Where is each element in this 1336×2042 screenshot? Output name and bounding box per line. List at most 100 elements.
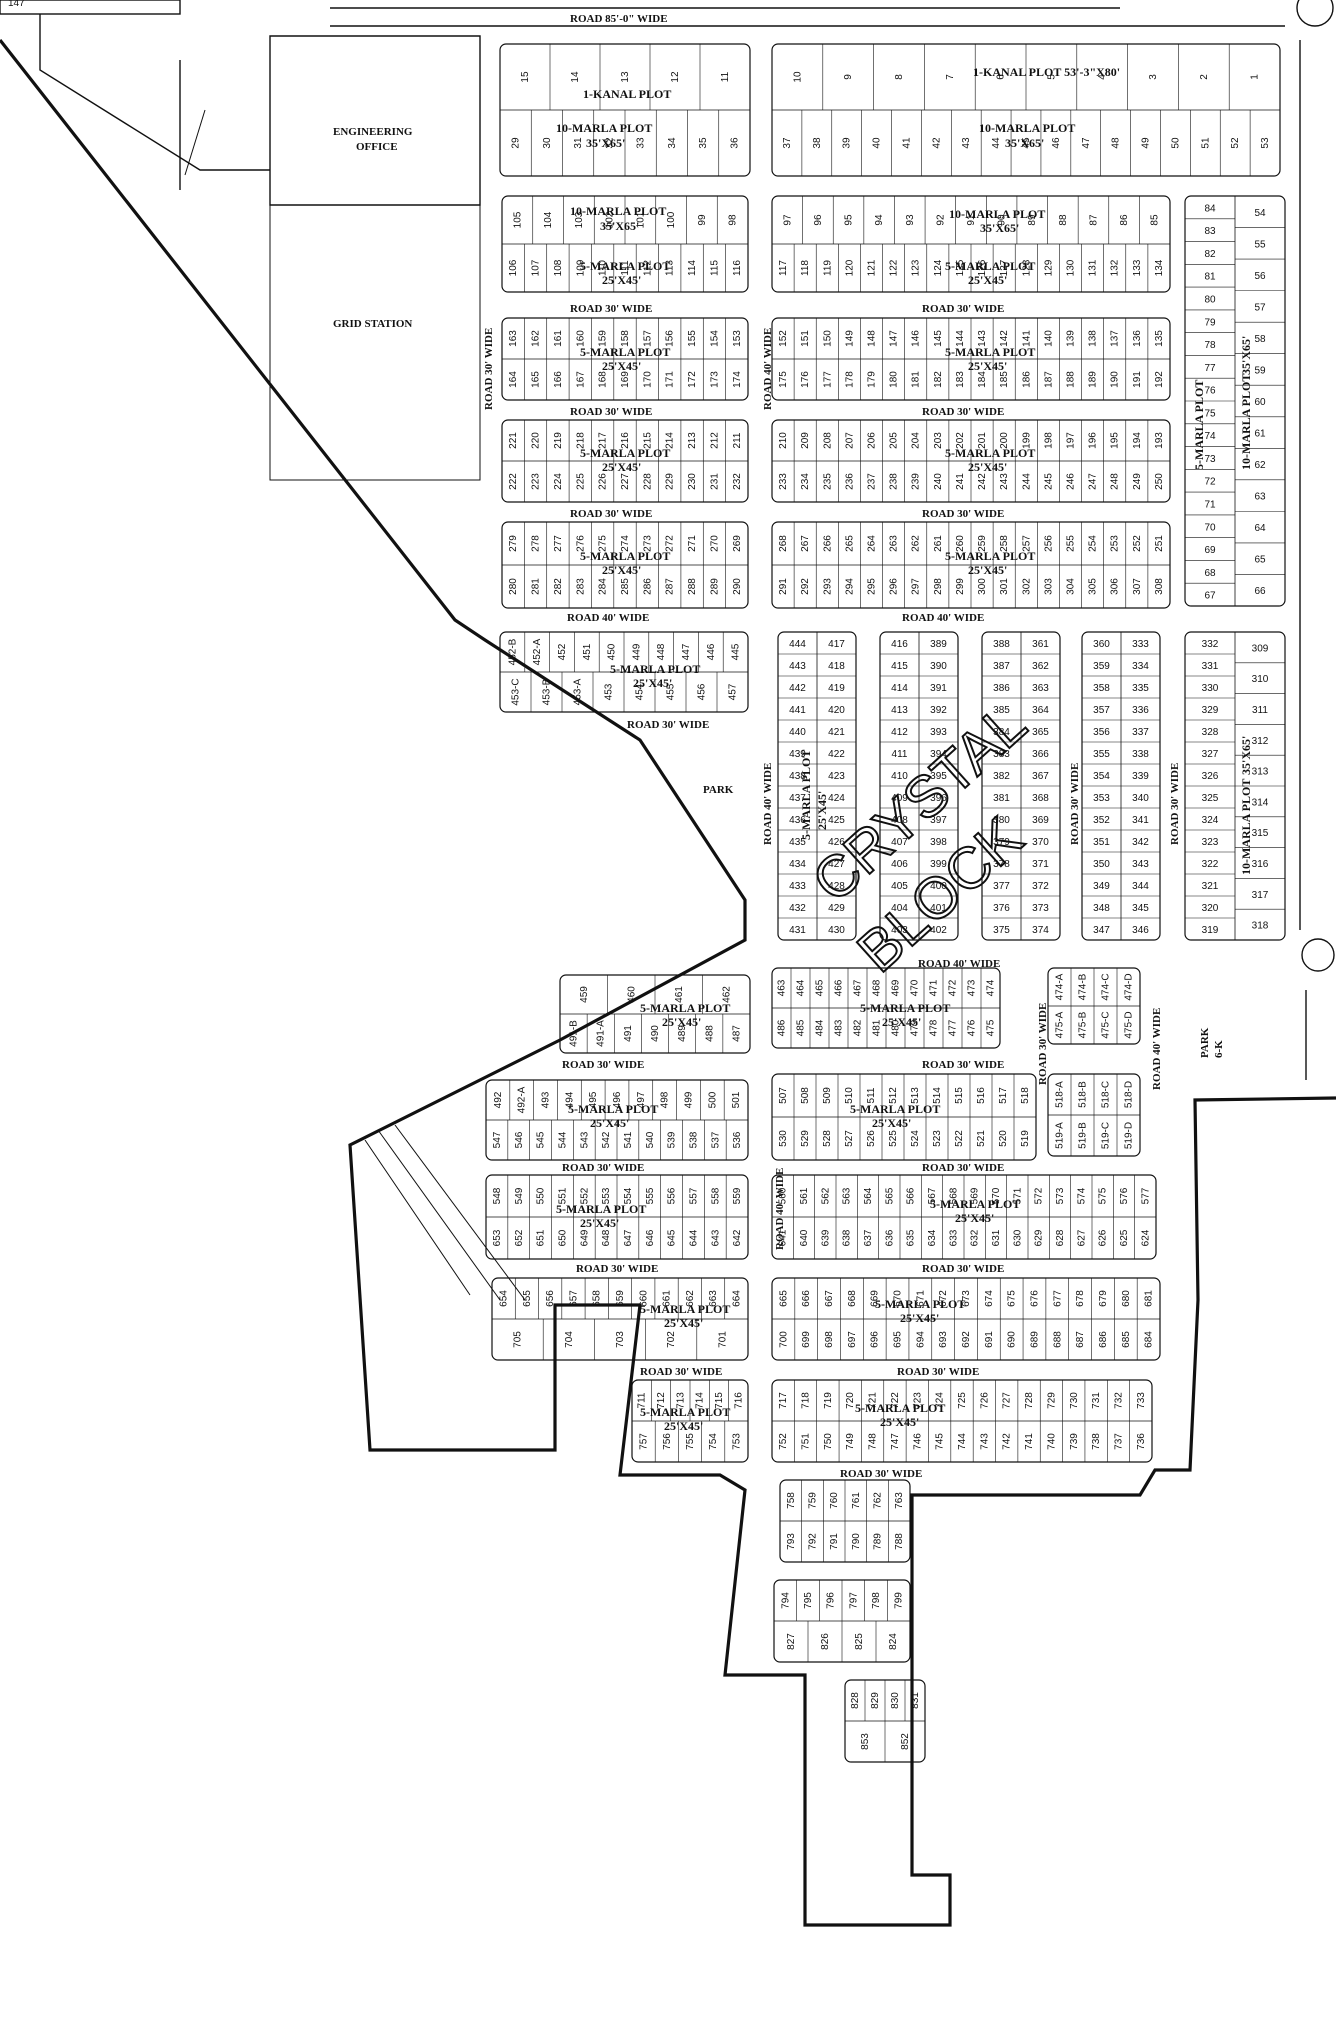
plot-number: 86 — [1119, 214, 1130, 226]
plot-number: 354 — [1093, 771, 1110, 782]
plot-number: 688 — [1052, 1331, 1063, 1348]
plot-number: 11 — [720, 71, 731, 82]
plot-number: 365 — [1032, 727, 1049, 738]
plot-number: 392 — [930, 705, 947, 716]
plot-number: 324 — [1202, 815, 1219, 826]
plot-number: 477 — [948, 1019, 959, 1036]
plot-number: 313 — [1252, 767, 1269, 778]
plot-number: 320 — [1202, 903, 1219, 914]
plot-number: 63 — [1254, 492, 1266, 503]
road-label: ROAD 30' WIDE — [576, 1263, 658, 1275]
plot-number: 466 — [834, 979, 845, 996]
plot-number: 758 — [786, 1492, 797, 1509]
plot-number: 451 — [582, 643, 593, 660]
plot-number: 290 — [732, 578, 743, 595]
plot-number: 128 — [1021, 259, 1032, 276]
plot-number: 59 — [1254, 365, 1266, 376]
plot-number: 475-C — [1101, 1011, 1112, 1038]
plot-number: 276 — [575, 535, 586, 552]
plot-number: 428 — [828, 881, 845, 892]
plot-number: 693 — [938, 1331, 949, 1348]
plot-number: 440 — [789, 727, 806, 738]
road-label-vertical: ROAD 30' WIDE — [1169, 763, 1181, 845]
plot-number: 339 — [1132, 771, 1149, 782]
plot-number: 791 — [829, 1533, 840, 1550]
plot-number: 722 — [890, 1392, 901, 1409]
plot-number: 445 — [731, 643, 742, 660]
plot-type-label: 5-MARLA PLOT — [640, 1302, 730, 1316]
plot-number: 315 — [1252, 828, 1269, 839]
road-label: ROAD 30' WIDE — [922, 508, 1004, 520]
plot-number: 94 — [874, 214, 885, 226]
plot-number: 123 — [911, 259, 922, 276]
plot-number: 240 — [933, 473, 944, 490]
plot-type-label: 5-MARLA PLOT — [945, 446, 1035, 460]
plot-number: 640 — [799, 1229, 810, 1246]
plot-number: 200 — [999, 432, 1010, 449]
plot-number: 416 — [891, 639, 908, 650]
plot-size-label: 25'X45' — [872, 1116, 911, 1130]
plot-number: 298 — [933, 578, 944, 595]
plot-number: 179 — [867, 371, 878, 388]
plot-number: 236 — [844, 473, 855, 490]
plot-number: 698 — [824, 1331, 835, 1348]
plot-number: 32 — [604, 137, 615, 149]
plot-number: 556 — [667, 1187, 678, 1204]
plot-number: 663 — [708, 1290, 719, 1307]
plot-number: 70 — [1204, 522, 1216, 533]
plot-number: 180 — [889, 371, 900, 388]
plot-number: 724 — [935, 1392, 946, 1409]
plot-number: 202 — [955, 432, 966, 449]
plot-number: 494 — [564, 1091, 575, 1108]
plot-number: 47 — [1081, 137, 1092, 149]
plot-number: 168 — [598, 371, 609, 388]
plot-number: 80 — [1204, 295, 1216, 306]
plot-number: 291 — [778, 578, 789, 595]
plot-number: 474-D — [1124, 973, 1135, 1000]
plot-number: 565 — [884, 1187, 895, 1204]
plot-number: 853 — [860, 1733, 871, 1750]
plot-type-label: 5-MARLA PLOT — [610, 662, 700, 676]
plot-number: 519-A — [1055, 1122, 1066, 1149]
plot-number: 127 — [999, 259, 1010, 276]
plot-number: 370 — [1032, 837, 1049, 848]
plot-number: 575 — [1098, 1187, 1109, 1204]
plot-number: 60 — [1254, 397, 1266, 408]
plot-number: 680 — [1121, 1290, 1132, 1307]
plot-number: 442 — [789, 683, 806, 694]
plot-number: 628 — [1055, 1229, 1066, 1246]
plot-number: 551 — [557, 1187, 568, 1204]
plot-number: 310 — [1252, 674, 1269, 685]
plot-number: 852 — [900, 1733, 911, 1750]
plot-number: 88 — [1058, 214, 1069, 226]
plot-number: 452-A — [532, 638, 543, 665]
plot-number: 187 — [1043, 371, 1054, 388]
plot-number: 634 — [927, 1229, 938, 1246]
plot-number: 480 — [891, 1019, 902, 1036]
plot-number: 760 — [829, 1492, 840, 1509]
plot-number: 541 — [623, 1131, 634, 1148]
plot-number: 467 — [853, 979, 864, 996]
plot-number: 4 — [1097, 74, 1108, 80]
plot-number: 491 — [623, 1025, 634, 1042]
plot-type-label: 1-KANAL PLOT 53'-3"X80' — [973, 65, 1120, 79]
plot-number: 244 — [1021, 473, 1032, 490]
plot-number: 146 — [911, 330, 922, 347]
plot-number: 799 — [894, 1592, 905, 1609]
plot-number: 447 — [681, 643, 692, 660]
plot-number: 285 — [620, 578, 631, 595]
plot-size-label: 25'X45' — [900, 1311, 939, 1325]
plot-number: 107 — [531, 259, 542, 276]
plot-number: 674 — [984, 1290, 995, 1307]
plot-size-label: 25'X45' — [602, 460, 641, 474]
plot-number: 98 — [728, 214, 739, 226]
plot-block: 3323313303293283273263253243233223213203… — [1184, 631, 1286, 941]
plot-number: 139 — [1066, 330, 1077, 347]
plot-type-label: 5-MARLA PLOT — [930, 1197, 1020, 1211]
plot-number: 638 — [842, 1229, 853, 1246]
plot-number: 29 — [511, 137, 522, 149]
plot-number: 113 — [665, 260, 676, 276]
